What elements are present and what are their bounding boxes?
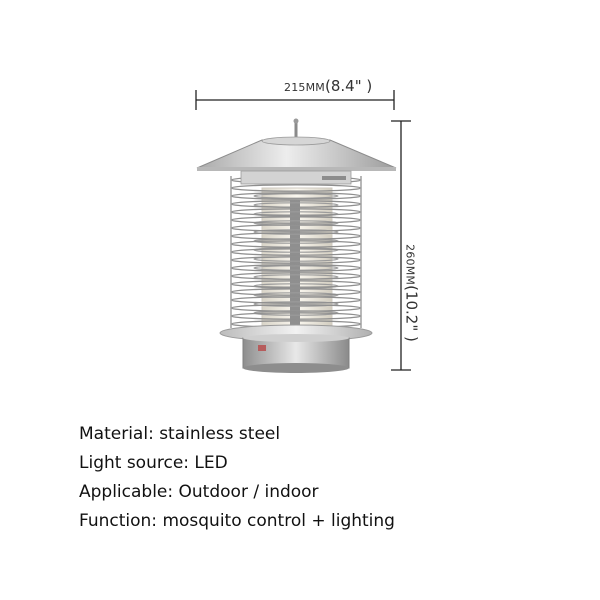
width-dimension-label: 215MM(8.4" ) [284, 76, 372, 95]
height-imperial: (10.2" ) [402, 285, 421, 342]
spec-light-source: Light source: LED [79, 453, 228, 473]
mosquito-killer-lamp-icon [196, 118, 397, 373]
inner-grid-ring [253, 193, 339, 199]
spec-material: Material: stainless steel [79, 424, 281, 444]
inner-grid-ring [253, 265, 339, 271]
height-metric: 260MM [403, 244, 417, 286]
spec-list: Material: stainless steel Light source: … [79, 422, 395, 538]
width-metric: 215MM [284, 81, 325, 94]
spec-applicable: Applicable: Outdoor / indoor [79, 482, 319, 502]
width-dimension-line [195, 90, 395, 110]
width-imperial: (8.4" ) [324, 77, 373, 95]
spec-function: Function: mosquito control + lighting [79, 511, 395, 531]
inner-grid-ring [253, 301, 339, 307]
height-dimension-label: 260MM(10.2" ) [403, 244, 422, 342]
inner-grid-ring [253, 229, 339, 235]
height-dimension-line [391, 120, 411, 371]
